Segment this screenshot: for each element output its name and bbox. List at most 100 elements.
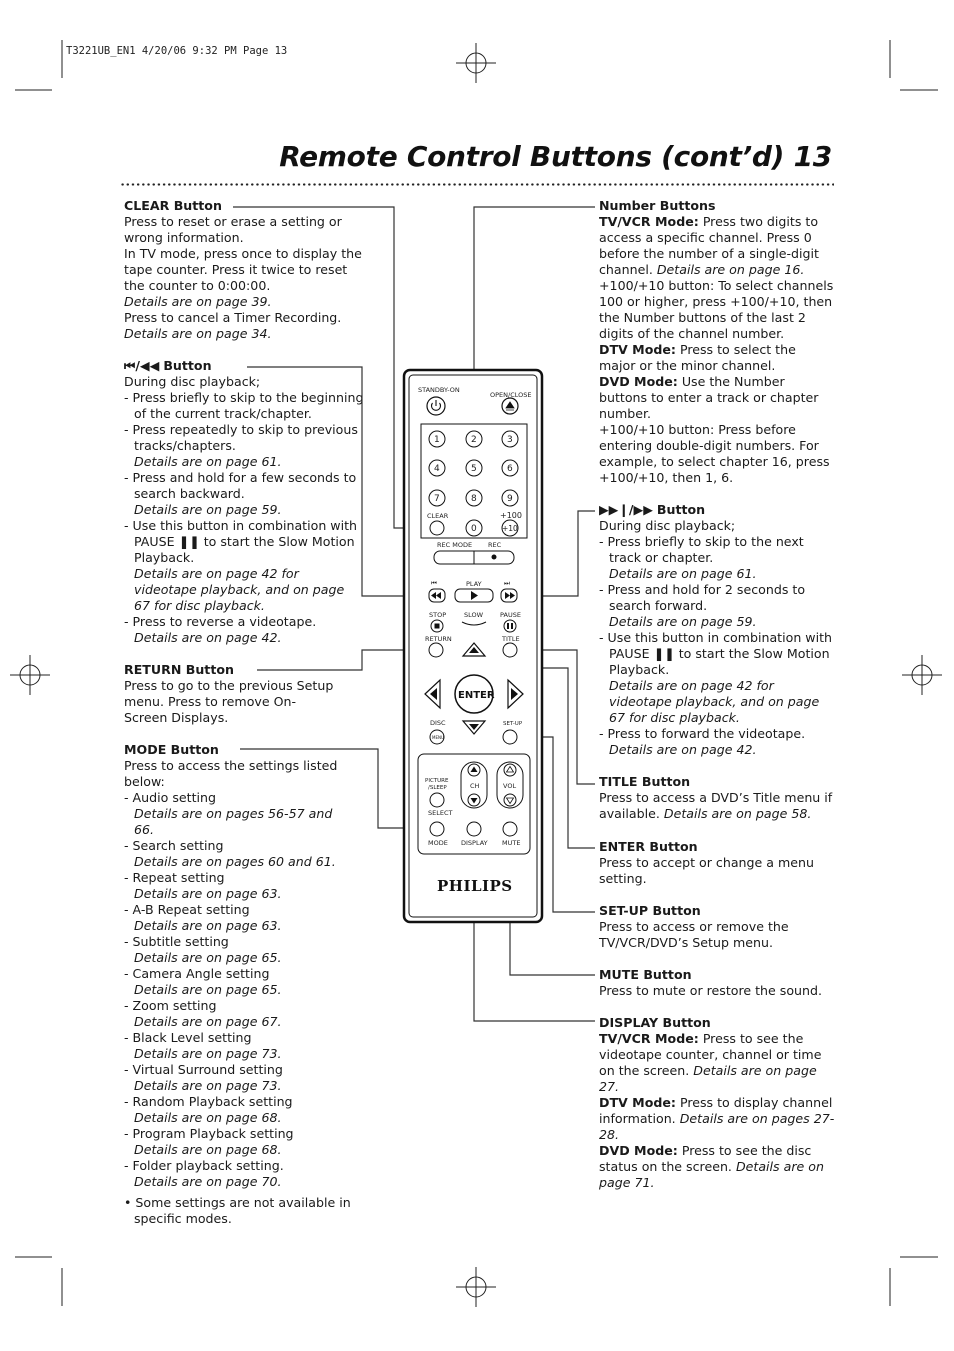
play-button[interactable] [454, 588, 494, 603]
clear-button[interactable] [429, 520, 445, 536]
plus10-button[interactable] [501, 519, 519, 537]
digit-button[interactable] [501, 489, 519, 507]
volume-rocker[interactable] [496, 761, 524, 809]
slow-arc [461, 621, 487, 626]
skip-fwd-bullet-3: - Use this button in combination with PA… [599, 630, 835, 678]
down-arrow-icon [469, 724, 479, 730]
return-button[interactable] [428, 642, 444, 658]
digit-button[interactable] [501, 459, 519, 477]
display-heading: DISPLAY Button [599, 1015, 711, 1030]
return-heading: RETURN Button [124, 662, 234, 677]
mode-item-label: - Search setting [124, 838, 224, 853]
eject-button[interactable] [501, 397, 519, 415]
digit-button[interactable] [428, 459, 446, 477]
skip-back-ref-2: Details are on page 61. [134, 454, 282, 469]
digit-button[interactable] [428, 430, 446, 448]
title-heading: TITLE Button [599, 774, 691, 789]
remote-display-label: DISPLAY [461, 839, 488, 847]
display-section: DISPLAY Button TV/VCR Mode: Press to see… [599, 1015, 835, 1191]
fast-forward-button[interactable] [500, 588, 518, 603]
remote-return-label: RETURN [425, 635, 452, 643]
rec-dot-icon [491, 554, 497, 560]
setup-section: SET-UP Button Press to access or remove … [599, 903, 835, 951]
digit-button[interactable] [465, 519, 483, 537]
pause-button[interactable] [503, 619, 517, 633]
mode-item-ref: Details are on page 65. [134, 982, 282, 997]
right-arrow-icon [511, 688, 518, 700]
digit-label: 1 [434, 435, 440, 445]
remote-open-close-label: OPEN/CLOSE [490, 391, 531, 399]
display-dvd-text: Press to see the disc status on the scre… [599, 1143, 812, 1174]
skip-fwd-section: ▶▶❙/▶▶ Button During disc playback; - Pr… [599, 502, 835, 758]
disc-menu-button[interactable] [429, 729, 445, 745]
tvvcr-mode-label: TV/VCR Mode: [599, 1031, 699, 1046]
mode-button[interactable] [429, 821, 445, 837]
skip-fwd-ref-2: Details are on page 59. [609, 614, 757, 629]
next-icon-label: ⏭ [504, 579, 510, 587]
power-icon[interactable] [426, 396, 446, 416]
digit-label: 5 [471, 464, 477, 474]
enter-section: ENTER Button Press to accept or change a… [599, 839, 835, 887]
number-tv-ref: Details are on page 16. [656, 262, 805, 277]
skip-back-ref-3: Details are on page 59. [134, 502, 282, 517]
display-dvd-ref: Details are on page 71. [599, 1159, 824, 1190]
down-arrow-button[interactable] [461, 720, 487, 735]
skip-fwd-intro: During disc playback; [599, 518, 736, 533]
enter-text: Press to accept or change a menu setting… [599, 855, 814, 886]
mode-item-ref: Details are on page 67. [134, 1014, 282, 1029]
skip-fwd-ref-3: Details are on page 42 for videotape pla… [609, 678, 820, 725]
title-ref: Details are on page 58. [663, 806, 812, 821]
brand-logo: PHILIPS [437, 877, 513, 895]
digit-label: 8 [471, 494, 477, 504]
dvd-mode-label: DVD Mode: [599, 374, 678, 389]
setup-heading: SET-UP Button [599, 903, 701, 918]
prev-icon-label: ⏮ [431, 579, 437, 587]
display-button[interactable] [466, 821, 482, 837]
skip-fwd-heading: Button [656, 502, 706, 517]
remote-control: STANDBY-ON OPEN/CLOSE 1 2 3 4 5 6 7 8 9 … [402, 368, 544, 924]
digit-button[interactable] [428, 489, 446, 507]
channel-rocker[interactable] [460, 761, 488, 809]
skip-back-bullet-5: - Press to reverse a videotape. [124, 614, 317, 629]
number-plus2-text: +100/+10 button: Press before entering d… [599, 422, 830, 485]
right-arrow-button[interactable] [507, 678, 524, 710]
digit-button[interactable] [465, 430, 483, 448]
left-arrow-button[interactable] [424, 678, 441, 710]
title-button[interactable] [502, 642, 518, 658]
clear-line-3: Press to cancel a Timer Recording. [124, 310, 342, 325]
skip-back-icon: ⏮/◀◀ [124, 358, 160, 373]
mode-item-label: - Audio setting [124, 790, 217, 805]
picture-sleep-button[interactable] [429, 792, 445, 808]
mode-item-label: - Camera Angle setting [124, 966, 270, 981]
rewind-button[interactable] [428, 588, 446, 603]
return-section: RETURN Button Press to go to the previou… [124, 662, 339, 726]
remote-rec-label: REC [488, 541, 502, 549]
clear-line-2: In TV mode, press once to display the ta… [124, 246, 362, 293]
skip-back-bullet-3: - Press and hold for a few seconds to se… [124, 470, 357, 501]
enter-heading: ENTER Button [599, 839, 698, 854]
mode-item-label: - Folder playback setting. [124, 1158, 284, 1173]
mode-note: • Some settings are not available in spe… [124, 1195, 351, 1226]
up-arrow-button[interactable] [461, 642, 487, 657]
fast-forward-icon [505, 592, 515, 599]
skip-fwd-b3-post: to start the Slow Motion Playback. [609, 646, 830, 677]
number-dvd-text: Use the Number buttons to enter a track … [599, 374, 819, 421]
digit-button[interactable] [465, 489, 483, 507]
display-dtv-text: Press to display channel information. [599, 1095, 833, 1126]
stop-button[interactable] [430, 619, 444, 633]
digit-button[interactable] [501, 430, 519, 448]
stop-icon [434, 623, 440, 629]
digit-button[interactable] [465, 459, 483, 477]
remote-standby-label: STANDBY-ON [418, 386, 460, 394]
setup-button[interactable] [502, 729, 518, 745]
remote-vol-label: VOL [503, 782, 516, 790]
digit-label: 0 [471, 524, 477, 534]
mute-button[interactable] [502, 821, 518, 837]
number-dtv-text: Press to select the major or the minor c… [599, 342, 796, 373]
skip-back-ref-5: Details are on page 42. [134, 630, 282, 645]
skip-fwd-icon: ▶▶❙/▶▶ [599, 502, 653, 517]
dotted-rule [120, 183, 834, 186]
enter-button[interactable] [454, 674, 494, 714]
channel-up-icon [470, 766, 478, 772]
mode-item-label: - Virtual Surround setting [124, 1062, 283, 1077]
